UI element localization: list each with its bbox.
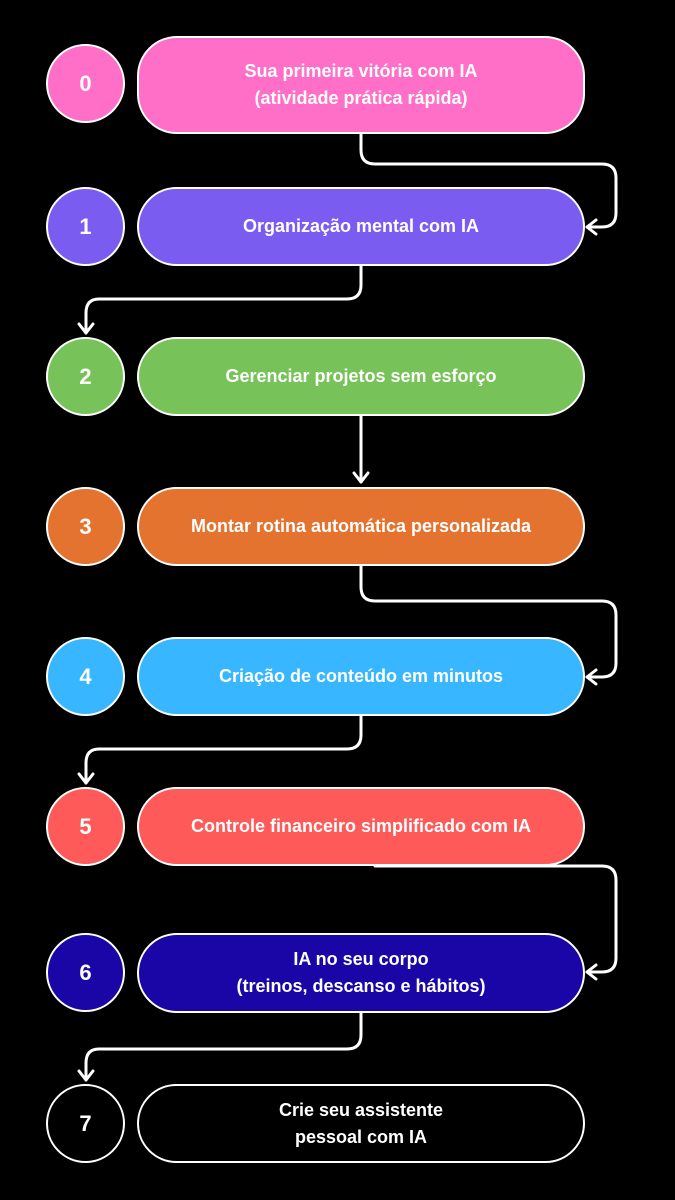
arrowhead (77, 1069, 95, 1082)
connector-line (84, 714, 363, 785)
step-title-line: Sua primeira vitória com IA (244, 61, 478, 81)
step-title-pill: Organização mental com IA (137, 187, 585, 266)
step-title-line: Crie seu assistente (278, 1099, 444, 1120)
arrowhead (352, 471, 370, 484)
connector-line (359, 132, 618, 229)
step-number-circle: 1 (46, 187, 125, 266)
connector-arrow (359, 564, 618, 686)
step-number-circle: 6 (46, 933, 125, 1012)
step-title-line: Criação de conteúdo em minutos (218, 666, 504, 686)
step-title-pill: Controle financeiro simplificado com IA (137, 787, 585, 866)
step-title-pill: IA no seu corpo (treinos, descanso e háb… (137, 933, 585, 1013)
connector-line (359, 564, 618, 679)
connector-line (373, 864, 618, 974)
connector-arrow (352, 414, 370, 484)
step-title-line: Gerenciar projetos sem esforço (225, 366, 497, 386)
connector-arrow (77, 714, 363, 785)
step-title-line: Organização mental com IA (242, 216, 480, 236)
step-title-line: pessoal com IA (294, 1126, 428, 1147)
step-title-pill: Sua primeira vitória com IA (atividade p… (137, 36, 585, 134)
step-number-circle: 2 (46, 337, 125, 416)
connector-arrow (77, 264, 363, 335)
connector-arrow (373, 864, 618, 981)
step-title-pill: Crie seu assistente pessoal com IA (137, 1084, 585, 1163)
step-title-line: Montar rotina automática personalizada (190, 516, 532, 536)
step-number-circle: 5 (46, 787, 125, 866)
step-number-circle: 4 (46, 637, 125, 716)
step-title-pill: Montar rotina automática personalizada (137, 487, 585, 566)
step-title-pill: Criação de conteúdo em minutos (137, 637, 585, 716)
arrowhead (585, 963, 598, 981)
step-title-line: (atividade prática rápida) (254, 88, 468, 108)
step-title-line: Controle financeiro simplificado com IA (190, 816, 532, 836)
step-number-circle: 3 (46, 487, 125, 566)
arrowhead (77, 772, 95, 785)
connector-line (84, 264, 363, 335)
step-number-circle: 7 (46, 1084, 125, 1163)
step-number-circle: 0 (46, 44, 125, 123)
connector-arrow (359, 132, 618, 236)
connector-line (84, 1011, 363, 1082)
arrowhead (585, 218, 598, 236)
arrowhead (585, 668, 598, 686)
arrowhead (77, 322, 95, 335)
step-title-line: IA no seu corpo (293, 949, 429, 969)
step-title-pill: Gerenciar projetos sem esforço (137, 337, 585, 416)
step-title-line: (treinos, descanso e hábitos) (236, 976, 486, 996)
connector-arrow (77, 1011, 363, 1082)
